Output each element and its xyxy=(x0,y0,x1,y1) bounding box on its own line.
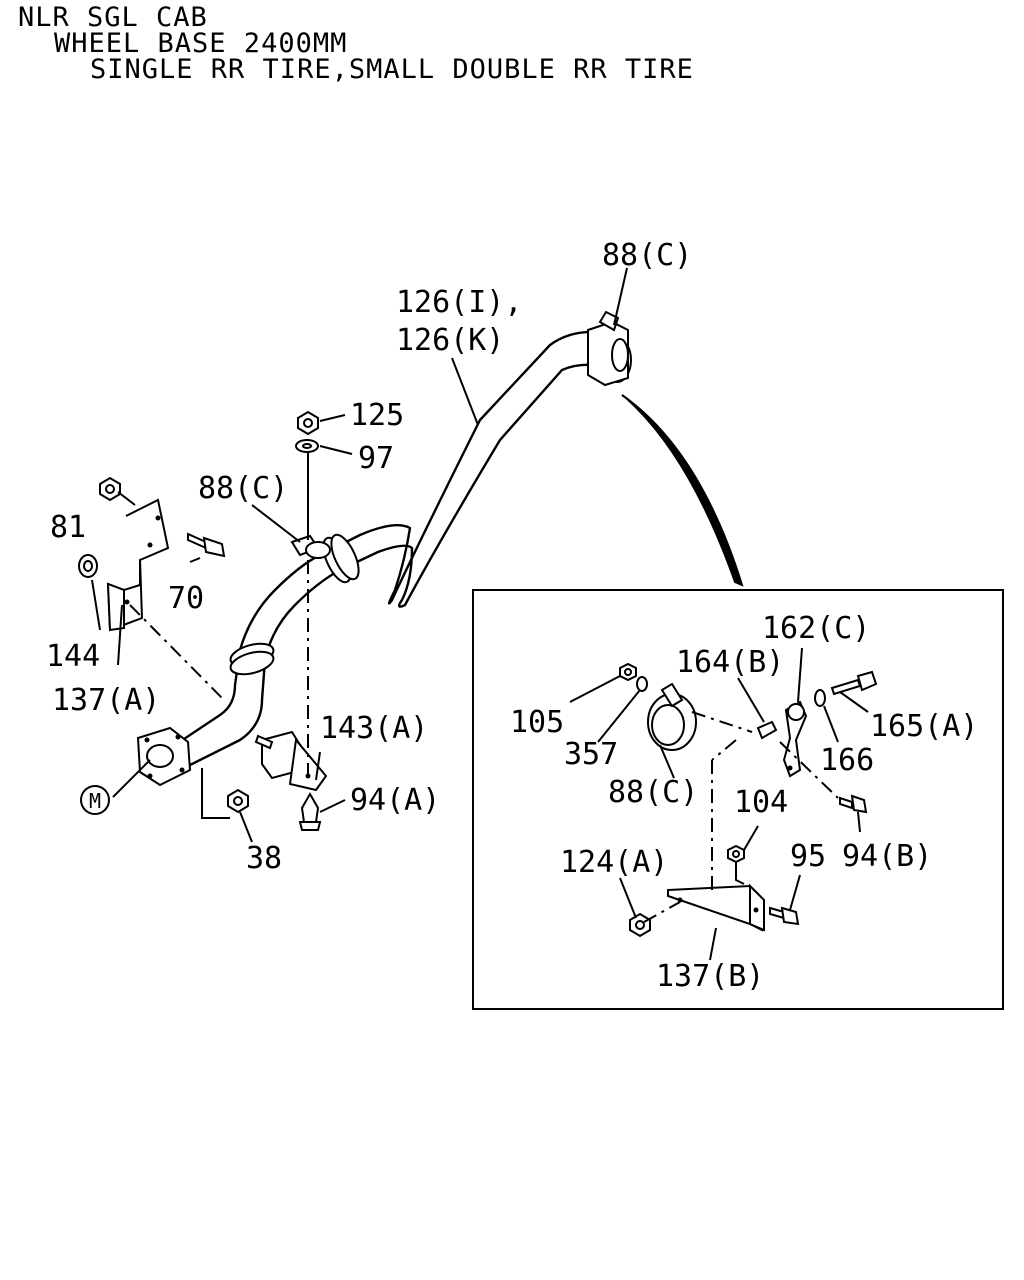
header-model: NLR SGL CAB xyxy=(18,2,208,33)
pin-164b xyxy=(756,720,778,740)
label-137b: 137(B) xyxy=(656,959,764,994)
label-81: 81 xyxy=(50,510,86,545)
detail-leader-lines xyxy=(569,647,869,961)
label-88c-mid: 88(C) xyxy=(198,471,288,506)
label-125: 125 xyxy=(350,398,404,433)
bracket-162c xyxy=(782,700,808,778)
label-38: 38 xyxy=(246,841,282,876)
label-95: 95 xyxy=(790,839,826,874)
bracket-137a xyxy=(106,498,170,632)
bolt-70 xyxy=(187,532,226,558)
label-88c-detail: 88(C) xyxy=(608,775,698,810)
label-164b: 164(B) xyxy=(676,645,784,680)
washer-166 xyxy=(814,689,826,707)
nut-125 xyxy=(297,410,319,436)
clamp-88c-detail xyxy=(647,682,697,751)
label-165a: 165(A) xyxy=(870,709,978,744)
bolt-165a xyxy=(830,670,878,696)
label-124a: 124(A) xyxy=(560,845,668,880)
label-104: 104 xyxy=(734,785,788,820)
label-162c: 162(C) xyxy=(762,611,870,646)
clamp-88c-mid xyxy=(290,534,331,559)
header-wheelbase: WHEEL BASE 2400MM xyxy=(54,28,347,59)
washer-144 xyxy=(78,554,98,578)
label-144: 144 xyxy=(46,639,100,674)
label-105: 105 xyxy=(510,705,564,740)
main-labels: 88(C) 126(I), 126(K) 125 97 88(C) 81 70 … xyxy=(46,238,692,876)
label-94a: 94(A) xyxy=(350,783,440,818)
main-leader-lines xyxy=(91,267,628,843)
diagram-header: NLR SGL CAB WHEEL BASE 2400MM SINGLE RR … xyxy=(18,2,694,85)
label-137a: 137(A) xyxy=(52,683,160,718)
main-assembly: 88(C) 126(I), 126(K) 125 97 88(C) 81 70 … xyxy=(46,238,744,876)
nut-38 xyxy=(227,788,249,814)
detail-labels: 162(C) 164(B) 105 165(A) 357 166 88(C) 1… xyxy=(510,611,978,994)
detail-frame xyxy=(472,589,1004,1010)
label-94b: 94(B) xyxy=(842,839,932,874)
nut-104 xyxy=(727,844,745,864)
hanger-143a xyxy=(254,730,328,792)
header-tire: SINGLE RR TIRE,SMALL DOUBLE RR TIRE xyxy=(90,54,694,85)
label-166: 166 xyxy=(820,743,874,778)
label-143a: 143(A) xyxy=(320,711,428,746)
nut-124a xyxy=(629,912,651,938)
nut-105 xyxy=(619,662,637,682)
label-97: 97 xyxy=(358,441,394,476)
pipe-end-clamp xyxy=(587,310,632,387)
label-70: 70 xyxy=(168,581,204,616)
pipe-flange xyxy=(136,726,192,787)
label-357: 357 xyxy=(564,737,618,772)
bracket-137b xyxy=(667,883,766,932)
nut-81 xyxy=(99,476,121,502)
label-m: M xyxy=(89,789,101,813)
bolt-95 xyxy=(769,906,800,926)
washer-357 xyxy=(636,676,648,692)
bolt-94b xyxy=(839,794,868,814)
bolt-94a xyxy=(298,791,322,831)
marker-m-circle xyxy=(80,785,110,815)
label-126k: 126(K) xyxy=(396,323,504,358)
washer-97 xyxy=(295,439,319,453)
label-88c-top: 88(C) xyxy=(602,238,692,273)
detail-inset: 162(C) 164(B) 105 165(A) 357 166 88(C) 1… xyxy=(472,589,1004,1010)
exhaust-pipe xyxy=(136,310,632,787)
detail-callout-arrow xyxy=(621,394,744,587)
label-126i: 126(I), xyxy=(396,285,522,320)
